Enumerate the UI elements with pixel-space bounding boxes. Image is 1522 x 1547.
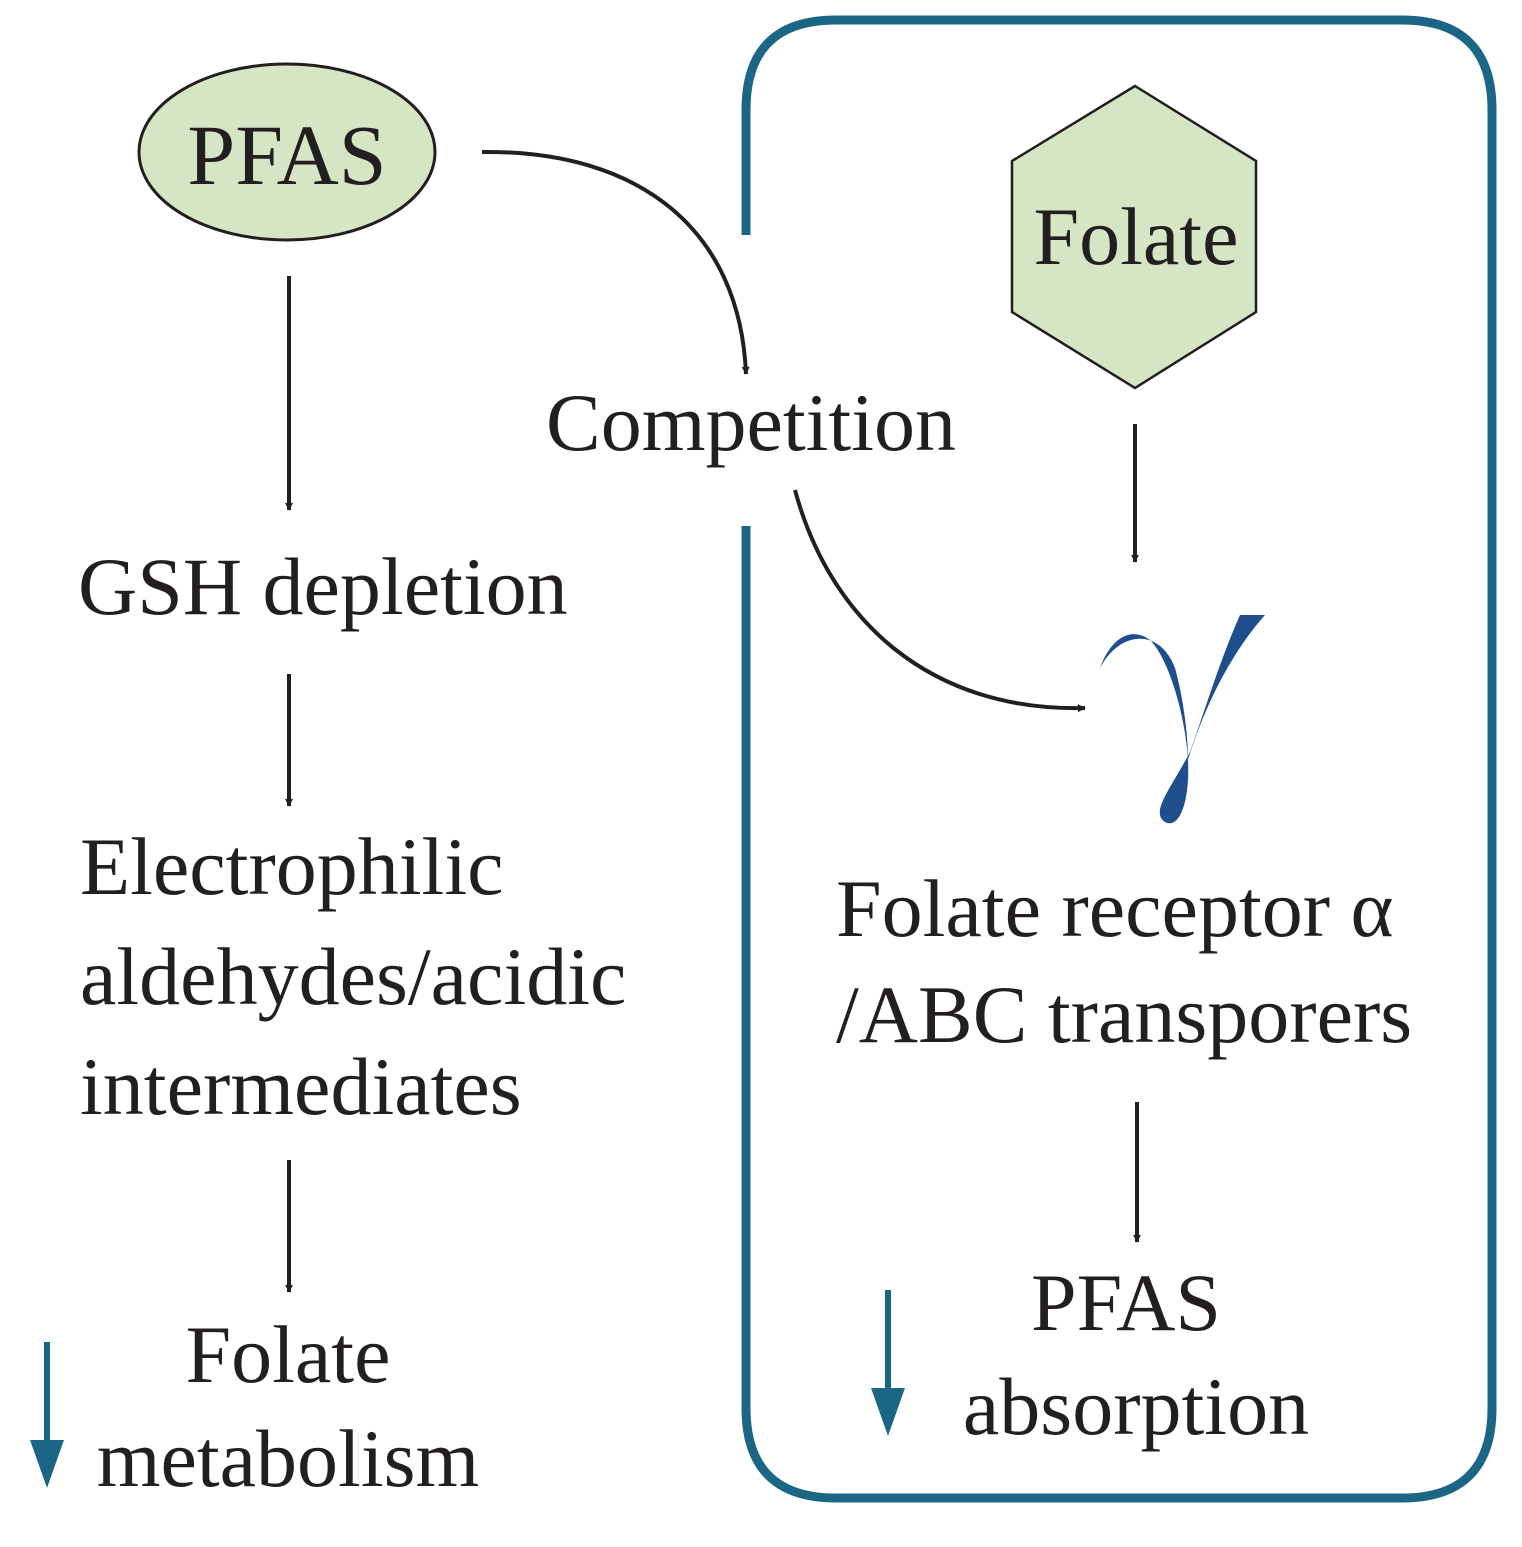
pfas-label: PFAS xyxy=(187,107,386,203)
folate-metabolism-line-1: Folate xyxy=(186,1309,391,1400)
electrophilic-line-3: intermediates xyxy=(80,1041,522,1132)
folate-metabolism-line-2: metabolism xyxy=(97,1413,480,1504)
pfas-absorption-line-2: absorption xyxy=(963,1361,1309,1452)
cell-boundary xyxy=(741,15,1497,1503)
pfas-absorption-line-1: PFAS xyxy=(1031,1257,1221,1348)
electrophilic-line-1: Electrophilic xyxy=(80,821,504,912)
receptor-line-1: Folate receptor α xyxy=(836,863,1394,954)
electrophilic-line-2: aldehydes/acidic xyxy=(80,931,626,1022)
pfas-node: PFAS xyxy=(137,62,437,242)
competition-label: Competition xyxy=(546,377,956,468)
arrow-competition-to-receptor xyxy=(793,489,1086,713)
down-arrow-icon xyxy=(871,1290,905,1436)
gsh-depletion-label: GSH depletion xyxy=(78,541,568,632)
arrow-pfas-to-competition xyxy=(481,149,750,375)
receptor-glyph-icon xyxy=(1100,615,1265,824)
folate-node: Folate xyxy=(1010,84,1258,390)
folate-label: Folate xyxy=(1034,191,1239,282)
receptor-line-2: /ABC transporers xyxy=(836,969,1412,1060)
down-arrow-icon xyxy=(30,1342,64,1488)
